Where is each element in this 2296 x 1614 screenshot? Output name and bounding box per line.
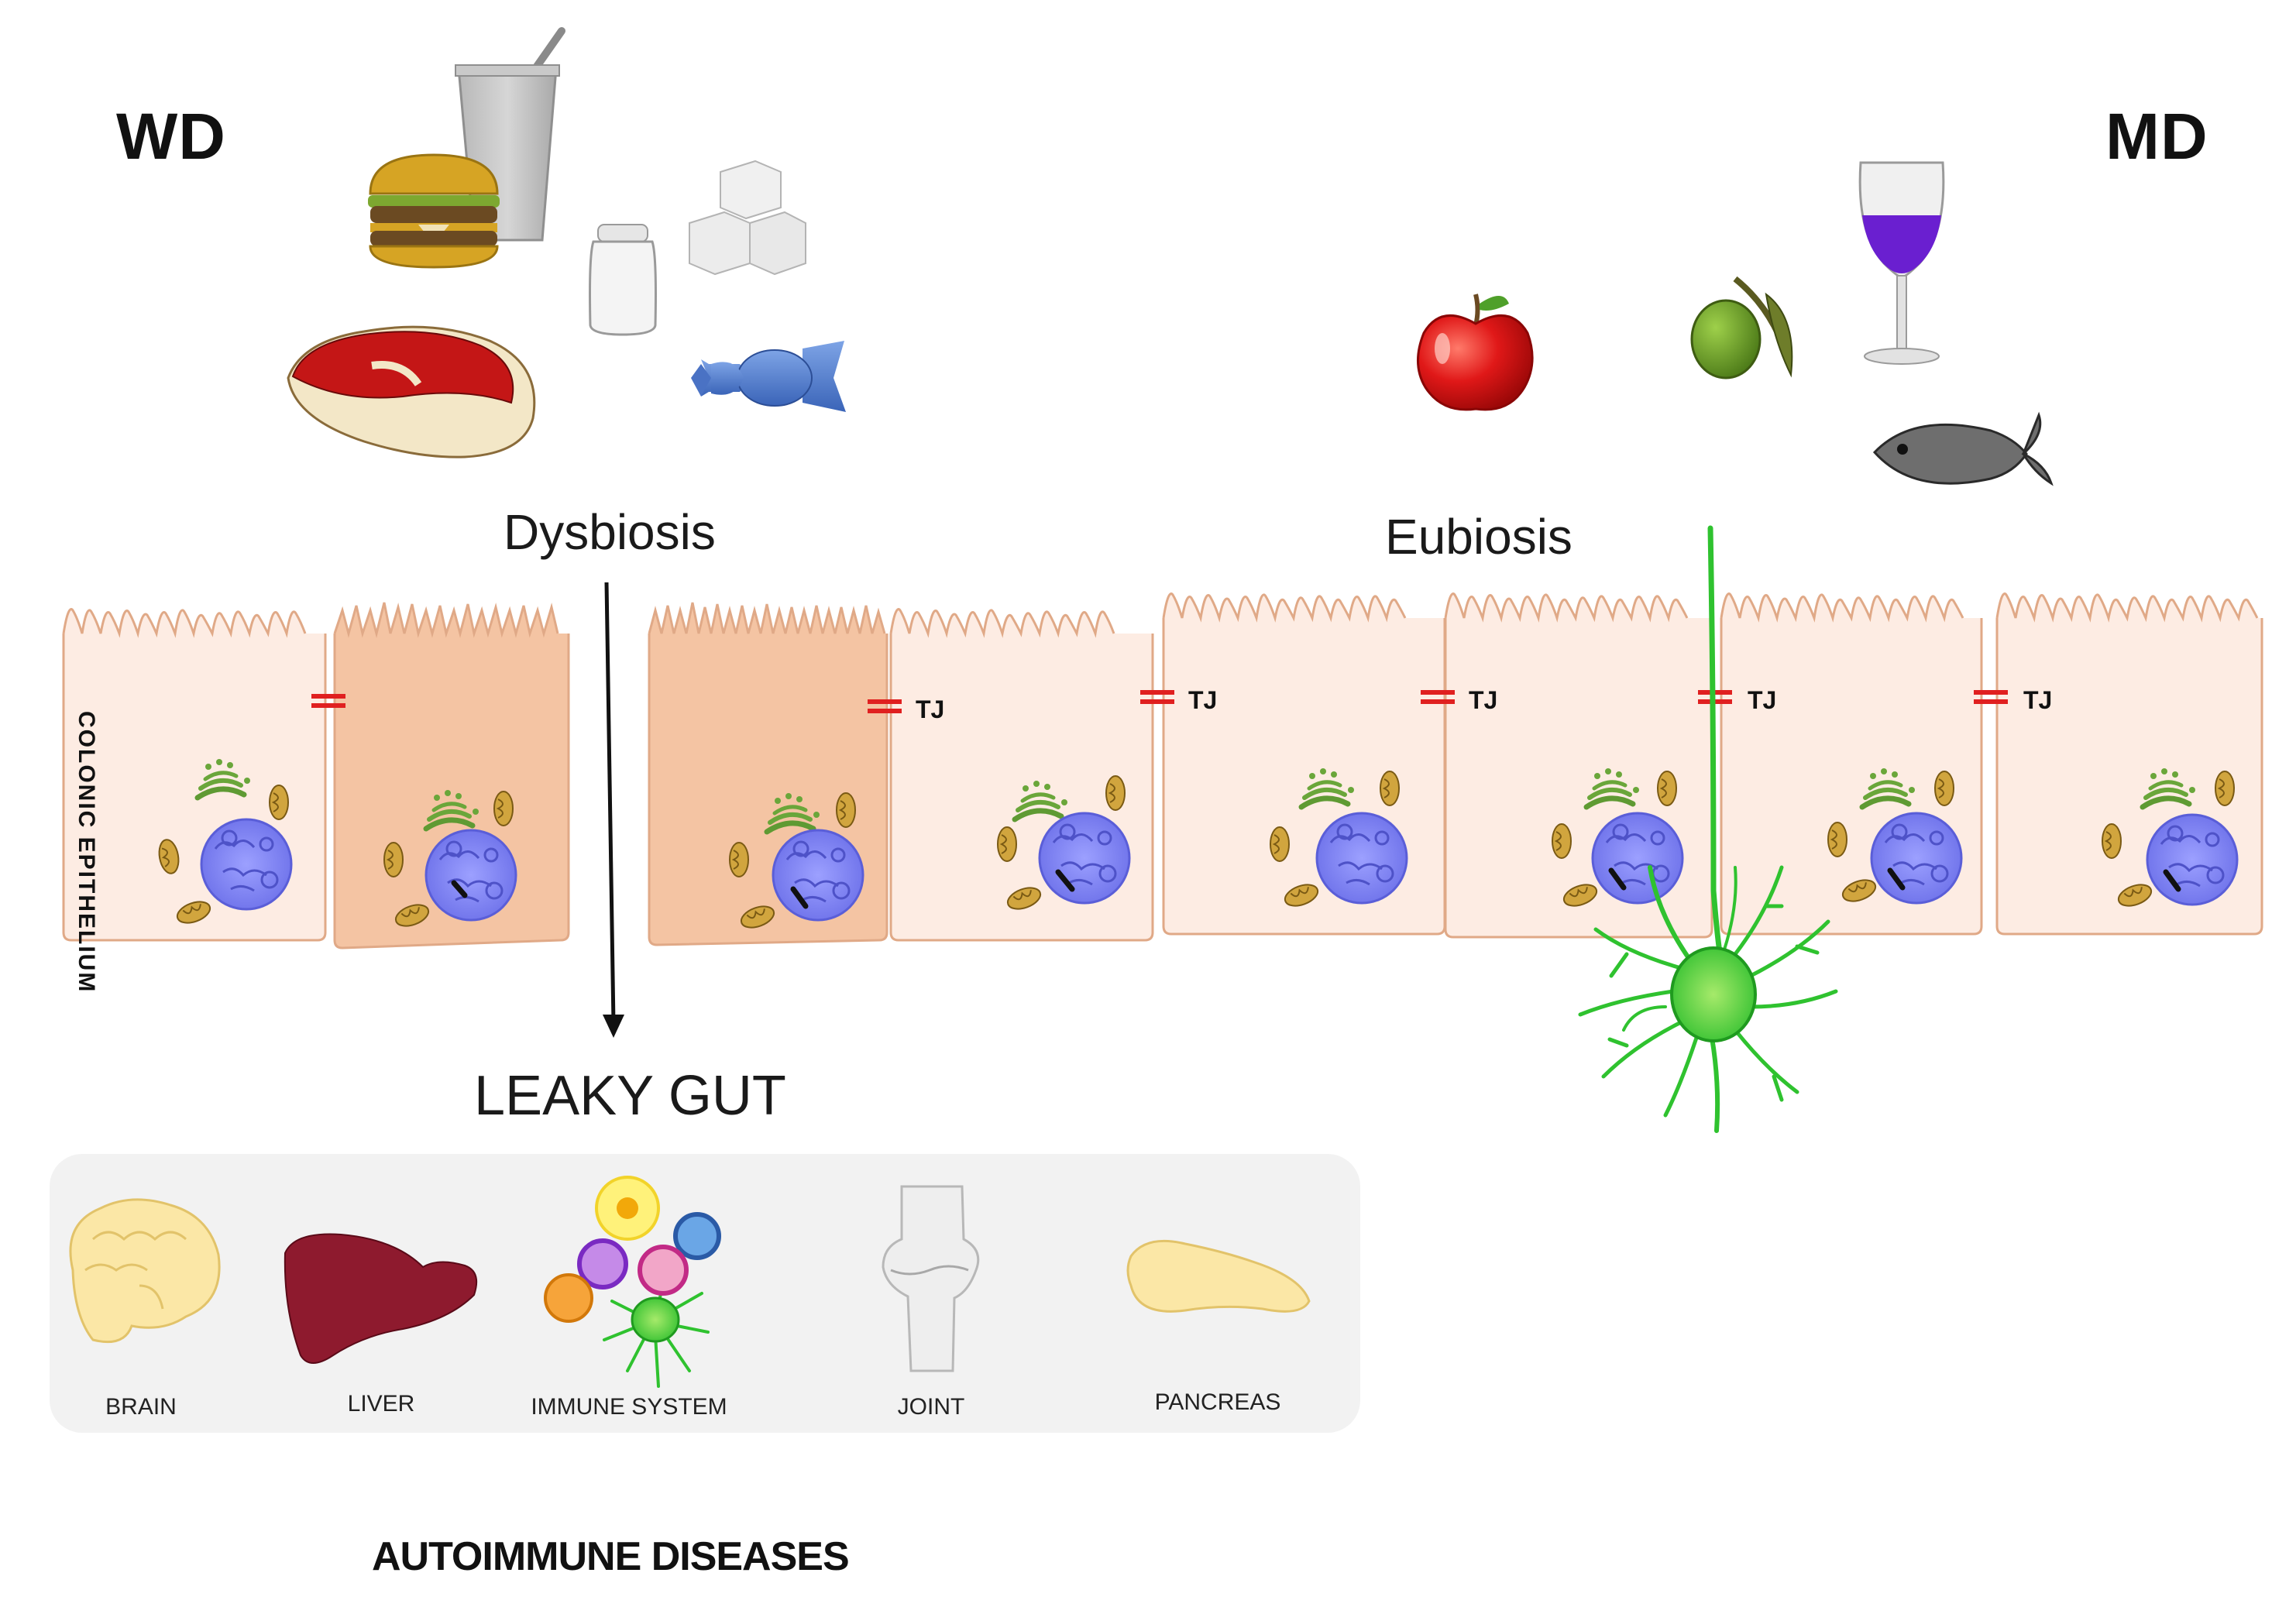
immune-cells-icon (544, 1176, 721, 1388)
tj-label: TJ (916, 695, 945, 723)
western-diet-label: WD (116, 100, 226, 173)
brain-label: BRAIN (105, 1394, 177, 1420)
wine-glass-icon (1858, 161, 1945, 365)
leaky-gut-arrow (603, 582, 624, 1038)
tj-label: TJ (1188, 686, 1218, 714)
olive-icon (1690, 276, 1793, 379)
burger-icon (368, 153, 500, 269)
immune-system-label: IMMUNE SYSTEM (531, 1394, 727, 1420)
knee-joint-icon (882, 1185, 980, 1372)
brain-icon (69, 1198, 221, 1344)
epithelial-cell-healthy (62, 608, 327, 942)
epithelial-cell-healthy (1444, 592, 1713, 939)
epithelial-cell-healthy (1162, 592, 1446, 936)
eubiosis-label: Eubiosis (1385, 509, 1572, 565)
pancreas-icon (1126, 1239, 1311, 1313)
red-meat-icon (287, 325, 536, 458)
epithelial-cell-damaged (333, 602, 570, 950)
fish-icon (1872, 411, 2054, 486)
tight-junction-marks (311, 690, 2008, 713)
organ-panel (50, 1154, 1360, 1433)
joint-label: JOINT (897, 1394, 965, 1420)
pancreas-label: PANCREAS (1154, 1389, 1281, 1415)
sugar-cubes-icon (689, 160, 806, 276)
tj-label: TJ (2023, 686, 2053, 714)
candy-icon (691, 341, 846, 412)
colonic-epithelium-label: COLONIC EPITHELIUM (74, 711, 99, 994)
liver-label: LIVER (347, 1391, 415, 1417)
tj-label: TJ (1748, 686, 1777, 714)
dendritic-cell-icon (1578, 525, 1838, 1133)
dysbiosis-label: Dysbiosis (504, 504, 716, 560)
epithelial-cell-healthy (1720, 592, 1983, 936)
epithelial-cell-damaged (648, 602, 888, 946)
autoimmune-diseases-label: AUTOIMMUNE DISEASES (372, 1534, 850, 1579)
colonic-epithelium (62, 592, 2263, 950)
mediterranean-diet-label: MD (2105, 100, 2208, 173)
liver-icon (284, 1233, 477, 1364)
salt-shaker-icon (589, 224, 657, 336)
epithelial-cell-healthy (889, 608, 1154, 942)
tj-label: TJ (1469, 686, 1498, 714)
leaky-gut-label: LEAKY GUT (474, 1065, 786, 1127)
epithelial-cell-healthy (1995, 592, 2263, 936)
apple-icon (1416, 294, 1534, 411)
